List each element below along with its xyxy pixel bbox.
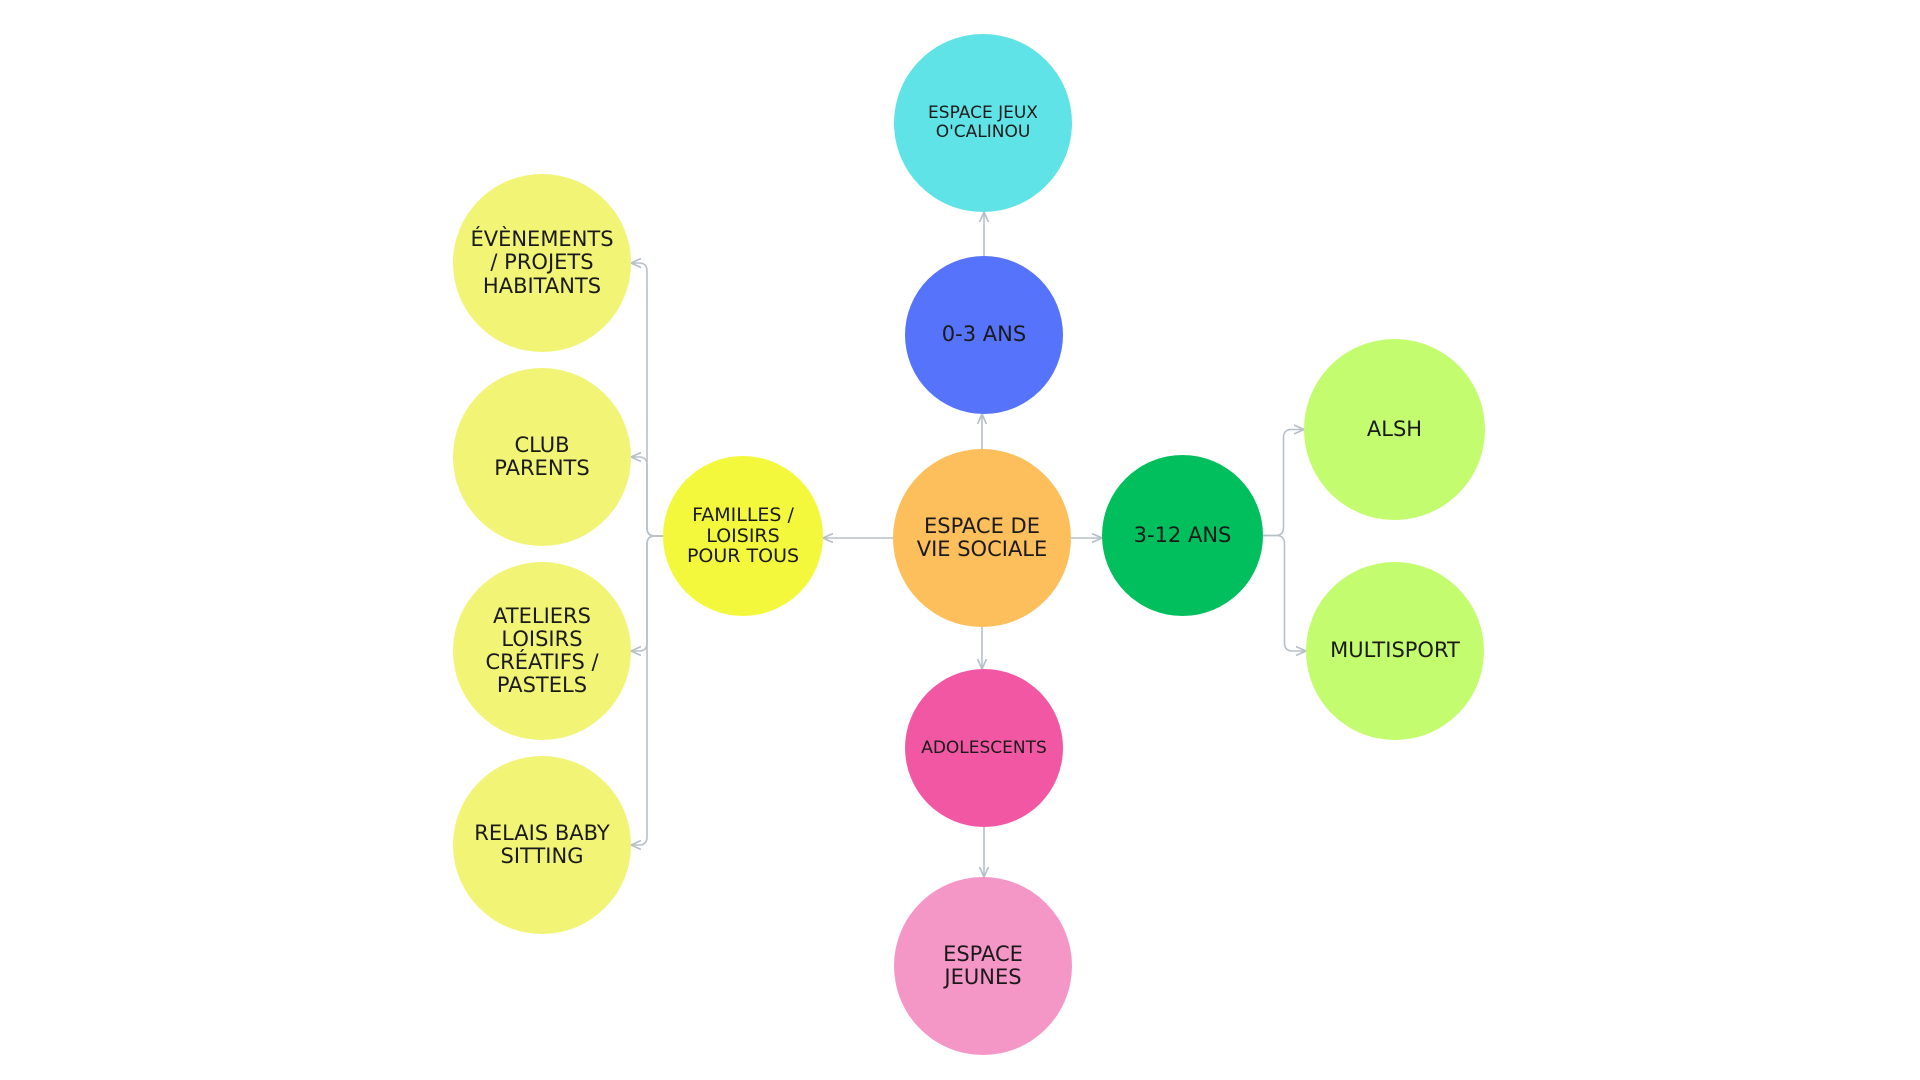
node-label: ESPACE JEUNES [943, 941, 1023, 989]
node-0-3-ans[interactable]: 0-3 ANS [905, 256, 1063, 414]
node-alsh[interactable]: ALSH [1304, 339, 1485, 520]
connector-age_3_12-to-alsh [1263, 430, 1304, 537]
connector-familles-to-club_parents [631, 457, 663, 537]
node-multisport[interactable]: MULTISPORT [1306, 562, 1484, 740]
connector-familles-to-relais_baby [631, 535, 663, 845]
node-label: FAMILLES / LOISIRS POUR TOUS [686, 503, 800, 568]
node-label: MULTISPORT [1330, 638, 1460, 663]
node-familles-loisirs-pour-tous[interactable]: FAMILLES / LOISIRS POUR TOUS [663, 456, 823, 616]
node-label: ESPACE JEUX O'CALINOU [928, 103, 1038, 142]
node-relais-baby-sitting[interactable]: RELAIS BABY SITTING [453, 756, 631, 934]
node-label: 3-12 ANS [1133, 522, 1232, 547]
node-espace-de-vie-sociale[interactable]: ESPACE DE VIE SOCIALE [893, 449, 1071, 627]
node-label: ÉVÈNEMENTS / PROJETS HABITANTS [470, 227, 614, 298]
node-ateliers-loisirs-creatifs-pastels[interactable]: ATELIERS LOISIRS CRÉATIFS / PASTELS [453, 562, 631, 740]
node-label: ALSH [1366, 416, 1423, 441]
node-label: CLUB PARENTS [494, 432, 590, 480]
node-3-12-ans[interactable]: 3-12 ANS [1102, 455, 1263, 616]
node-label: ESPACE DE VIE SOCIALE [916, 513, 1048, 561]
node-label: ATELIERS LOISIRS CRÉATIFS / PASTELS [485, 603, 599, 698]
node-club-parents[interactable]: CLUB PARENTS [453, 368, 631, 546]
node-label: ADOLESCENTS [921, 737, 1047, 758]
connector-age_3_12-to-multisport [1263, 534, 1306, 652]
node-evenements-projets-habitants[interactable]: ÉVÈNEMENTS / PROJETS HABITANTS [453, 174, 631, 352]
node-label: RELAIS BABY SITTING [474, 820, 610, 868]
node-label: 0-3 ANS [941, 322, 1027, 347]
node-espace-jeux-ocalinou[interactable]: ESPACE JEUX O'CALINOU [894, 34, 1072, 212]
node-espace-jeunes[interactable]: ESPACE JEUNES [894, 877, 1072, 1055]
node-adolescents[interactable]: ADOLESCENTS [905, 669, 1063, 827]
